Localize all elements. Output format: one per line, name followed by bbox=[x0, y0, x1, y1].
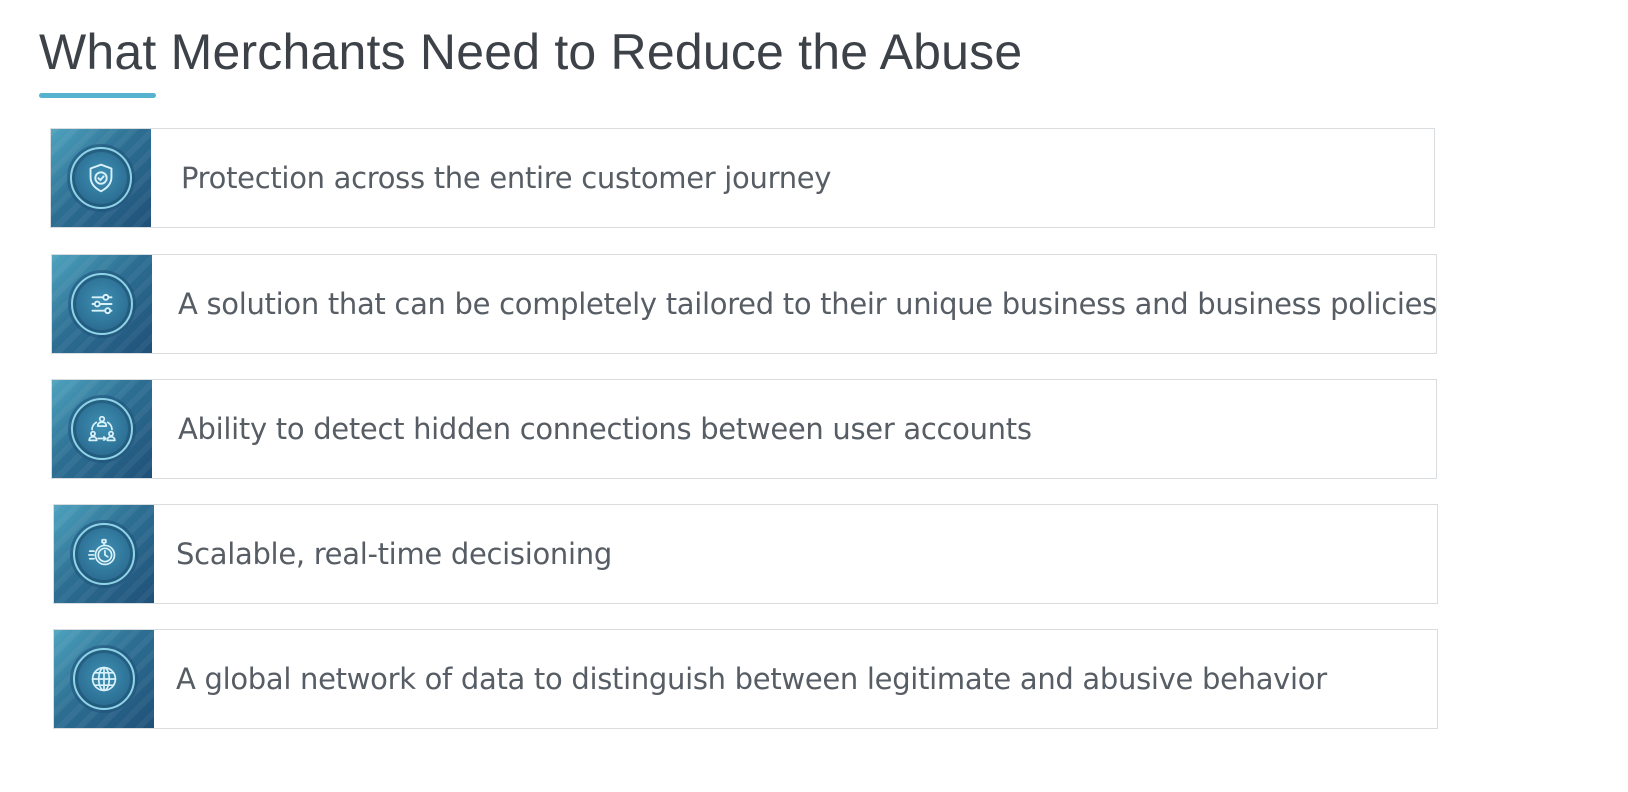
stopwatch-icon bbox=[73, 523, 135, 585]
item-text: Ability to detect hidden connections bet… bbox=[178, 412, 1032, 446]
list-item: Protection across the entire customer jo… bbox=[50, 128, 1435, 228]
title-underline bbox=[39, 93, 156, 98]
item-text: A solution that can be completely tailor… bbox=[178, 287, 1437, 321]
shield-check-icon bbox=[70, 147, 132, 209]
list-item: Ability to detect hidden connections bet… bbox=[51, 379, 1437, 479]
item-icon-tile bbox=[52, 255, 152, 353]
item-text: Scalable, real-time decisioning bbox=[176, 537, 612, 571]
connected-users-icon bbox=[71, 398, 133, 460]
list-item: A global network of data to distinguish … bbox=[53, 629, 1438, 729]
sliders-icon bbox=[71, 273, 133, 335]
item-icon-tile bbox=[54, 505, 154, 603]
item-icon-tile bbox=[51, 129, 151, 227]
page-title: What Merchants Need to Reduce the Abuse bbox=[39, 24, 1023, 80]
list-item: Scalable, real-time decisioning bbox=[53, 504, 1438, 604]
item-text: Protection across the entire customer jo… bbox=[181, 161, 832, 195]
item-text: A global network of data to distinguish … bbox=[176, 662, 1327, 696]
list-item: A solution that can be completely tailor… bbox=[51, 254, 1437, 354]
item-icon-tile bbox=[52, 380, 152, 478]
globe-icon bbox=[73, 648, 135, 710]
item-icon-tile bbox=[54, 630, 154, 728]
